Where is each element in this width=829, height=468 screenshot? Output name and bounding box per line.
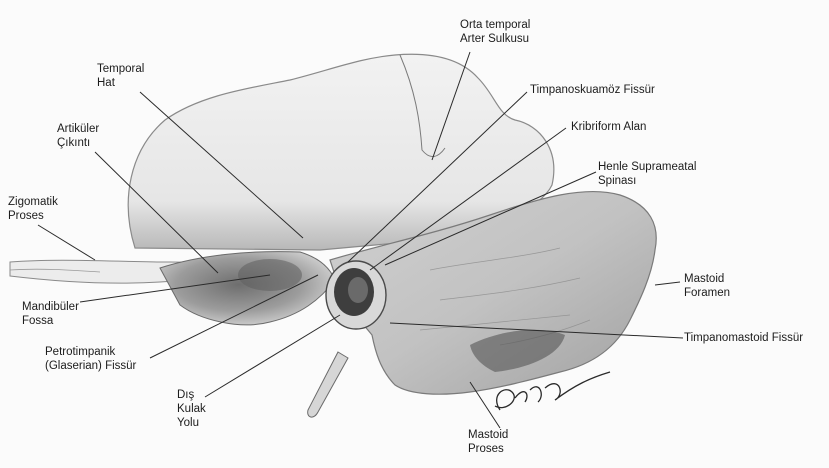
label-line: Hat	[97, 76, 144, 90]
label-line: Yolu	[177, 416, 206, 430]
label-line: Timpanoskuamöz Fissür	[530, 83, 655, 97]
label-dis-kulak-yolu: Dış Kulak Yolu	[177, 388, 206, 430]
label-line: Spinası	[598, 174, 696, 188]
label-line: Henle Suprameatal	[598, 160, 696, 174]
label-mastoid-proses: Mastoid Proses	[468, 428, 508, 456]
label-temporal-hat: Temporal Hat	[97, 62, 144, 90]
label-line: (Glaserian) Fissür	[45, 359, 136, 373]
label-line: Fossa	[22, 314, 79, 328]
label-orta-temporal-arter-sulkusu: Orta temporal Arter Sulkusu	[460, 18, 530, 46]
label-line: Orta temporal	[460, 18, 530, 32]
leader-zigomatik	[38, 225, 95, 260]
label-petrotimpanik-fissur: Petrotimpanik (Glaserian) Fissür	[45, 345, 136, 373]
label-line: Proses	[468, 442, 508, 456]
label-line: Çıkıntı	[57, 136, 99, 150]
label-line: Timpanomastoid Fissür	[684, 331, 803, 345]
label-line: Artiküler	[57, 122, 99, 136]
leader-mastoid-foramen	[655, 282, 680, 285]
label-line: Mastoid	[684, 272, 730, 286]
label-mandibuler-fossa: Mandibüler Fossa	[22, 300, 79, 328]
label-henle-suprameatal-spinasi: Henle Suprameatal Spinası	[598, 160, 696, 188]
label-artikuler-cikinti: Artiküler Çıkıntı	[57, 122, 99, 150]
label-line: Foramen	[684, 286, 730, 300]
label-line: Mandibüler	[22, 300, 79, 314]
label-line: Petrotimpanik	[45, 345, 136, 359]
label-timpanomastoid-fissur: Timpanomastoid Fissür	[684, 331, 803, 345]
label-line: Kulak	[177, 402, 206, 416]
label-kribriform-alan: Kribriform Alan	[571, 120, 646, 134]
label-line: Zigomatik	[8, 195, 58, 209]
leader-dis-kulak	[205, 315, 340, 397]
articular-region	[160, 252, 335, 325]
label-line: Dış	[177, 388, 206, 402]
label-line: Arter Sulkusu	[460, 32, 530, 46]
label-line: Temporal	[97, 62, 144, 76]
ear-canal-inner	[348, 277, 368, 303]
label-line: Proses	[8, 209, 58, 223]
label-zigomatik-proses: Zigomatik Proses	[8, 195, 58, 223]
label-mastoid-foramen: Mastoid Foramen	[684, 272, 730, 300]
styloid-process-shape	[308, 352, 348, 417]
label-line: Mastoid	[468, 428, 508, 442]
label-timpanoskuamoz-fissur: Timpanoskuamöz Fissür	[530, 83, 655, 97]
label-line: Kribriform Alan	[571, 120, 646, 134]
